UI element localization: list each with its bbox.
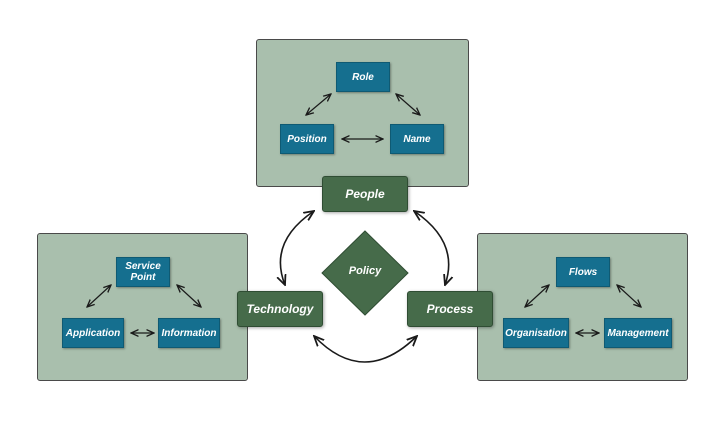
node-flows: Flows [556, 257, 610, 287]
curve-people-process [414, 211, 449, 285]
node-service-point: Service Point [116, 257, 170, 287]
arrow-servicepoint-application [87, 285, 111, 307]
arrow-role-name [396, 94, 420, 115]
hub-process: Process [407, 291, 493, 327]
node-information: Information [158, 318, 220, 348]
node-name: Name [390, 124, 444, 154]
arrow-flows-organisation [525, 285, 549, 307]
policy-diamond [321, 230, 409, 316]
node-application: Application [62, 318, 124, 348]
policy-label: Policy [348, 265, 382, 277]
node-position: Position [280, 124, 334, 154]
arrow-servicepoint-information [177, 285, 201, 307]
hub-technology: Technology [237, 291, 323, 327]
hub-people: People [322, 176, 408, 212]
arrow-role-position [306, 94, 331, 115]
arrow-flows-management [617, 285, 641, 307]
node-organisation: Organisation [503, 318, 569, 348]
curve-technology-process [314, 336, 417, 363]
node-management: Management [604, 318, 672, 348]
curve-people-technology [280, 211, 314, 285]
node-role: Role [336, 62, 390, 92]
